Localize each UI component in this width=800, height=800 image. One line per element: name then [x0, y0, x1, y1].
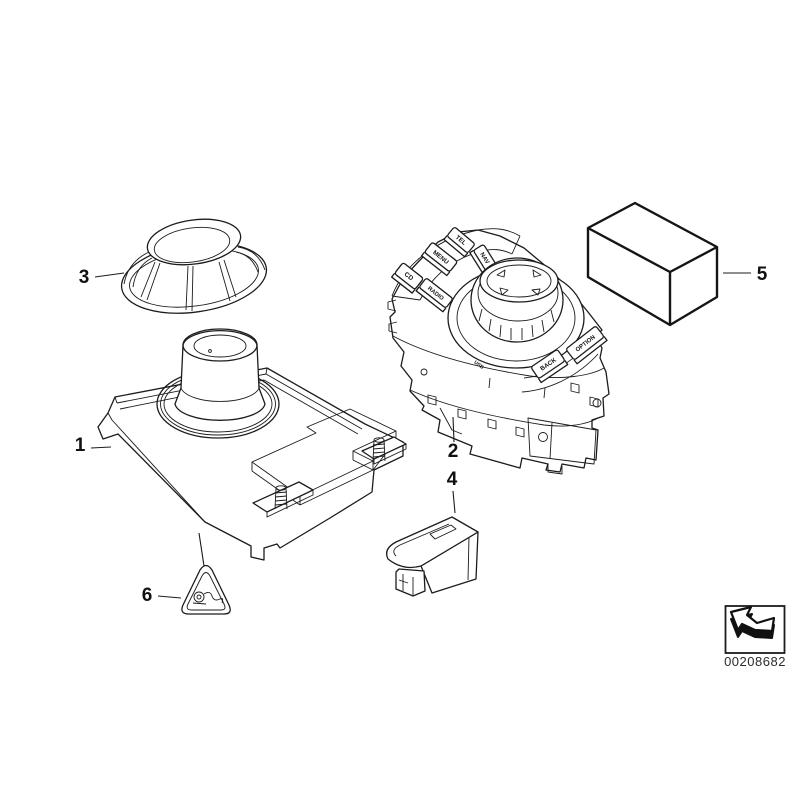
callout-4: 4 — [447, 469, 458, 490]
button-nav-label: NAV — [478, 252, 490, 266]
mounting-bracket-front — [252, 481, 314, 518]
part-5-box — [586, 201, 719, 327]
part-1-controller-base — [97, 328, 407, 561]
button-option: OPTION — [566, 326, 608, 365]
threaded-stud-right — [372, 439, 386, 462]
legend-stamp: 00208682 — [724, 605, 786, 669]
exploded-view-arrow-icon — [729, 605, 776, 639]
usb-marking: USB — [473, 360, 485, 371]
callout-1: 1 — [75, 435, 86, 456]
callout-6: 6 — [142, 585, 153, 606]
connector-warning-icon — [192, 591, 224, 605]
callout-2: 2 — [448, 441, 459, 462]
leader-line-1 — [90, 446, 112, 449]
part-3-knob-cap — [120, 218, 268, 314]
part-6-warning-triangle — [181, 532, 231, 615]
callout-3: 3 — [79, 267, 90, 288]
button-cd: CD — [391, 262, 424, 294]
part-2-base-details — [387, 299, 605, 475]
image-number: 00208682 — [724, 654, 786, 669]
button-tel: TEL — [443, 227, 475, 258]
leader-line-4 — [452, 490, 456, 514]
part1-to-triangle-line — [198, 532, 205, 567]
button-cd-label: CD — [403, 271, 415, 282]
part-3-ribs — [123, 246, 266, 312]
rotary-knob — [470, 257, 564, 343]
leader-line-6 — [157, 595, 182, 599]
callouts: 1 2 3 4 5 6 — [75, 264, 768, 606]
part-4-cover — [385, 516, 479, 597]
leader-line-2 — [452, 416, 455, 443]
knob-arrow-icons — [496, 269, 542, 296]
button-radio: RADIO — [415, 278, 453, 313]
leader-line-3 — [94, 272, 125, 278]
callout-5: 5 — [757, 264, 768, 285]
mounting-bracket-right — [361, 436, 407, 465]
button-menu: MENU — [420, 242, 458, 277]
part-1-joystick-cylinder — [174, 328, 266, 421]
threaded-stud-front — [274, 487, 288, 510]
part-2-controller-unit: USB CD RADIO MENU — [387, 227, 610, 475]
knob-knurling — [478, 308, 555, 340]
button-back: BACK — [531, 349, 569, 384]
